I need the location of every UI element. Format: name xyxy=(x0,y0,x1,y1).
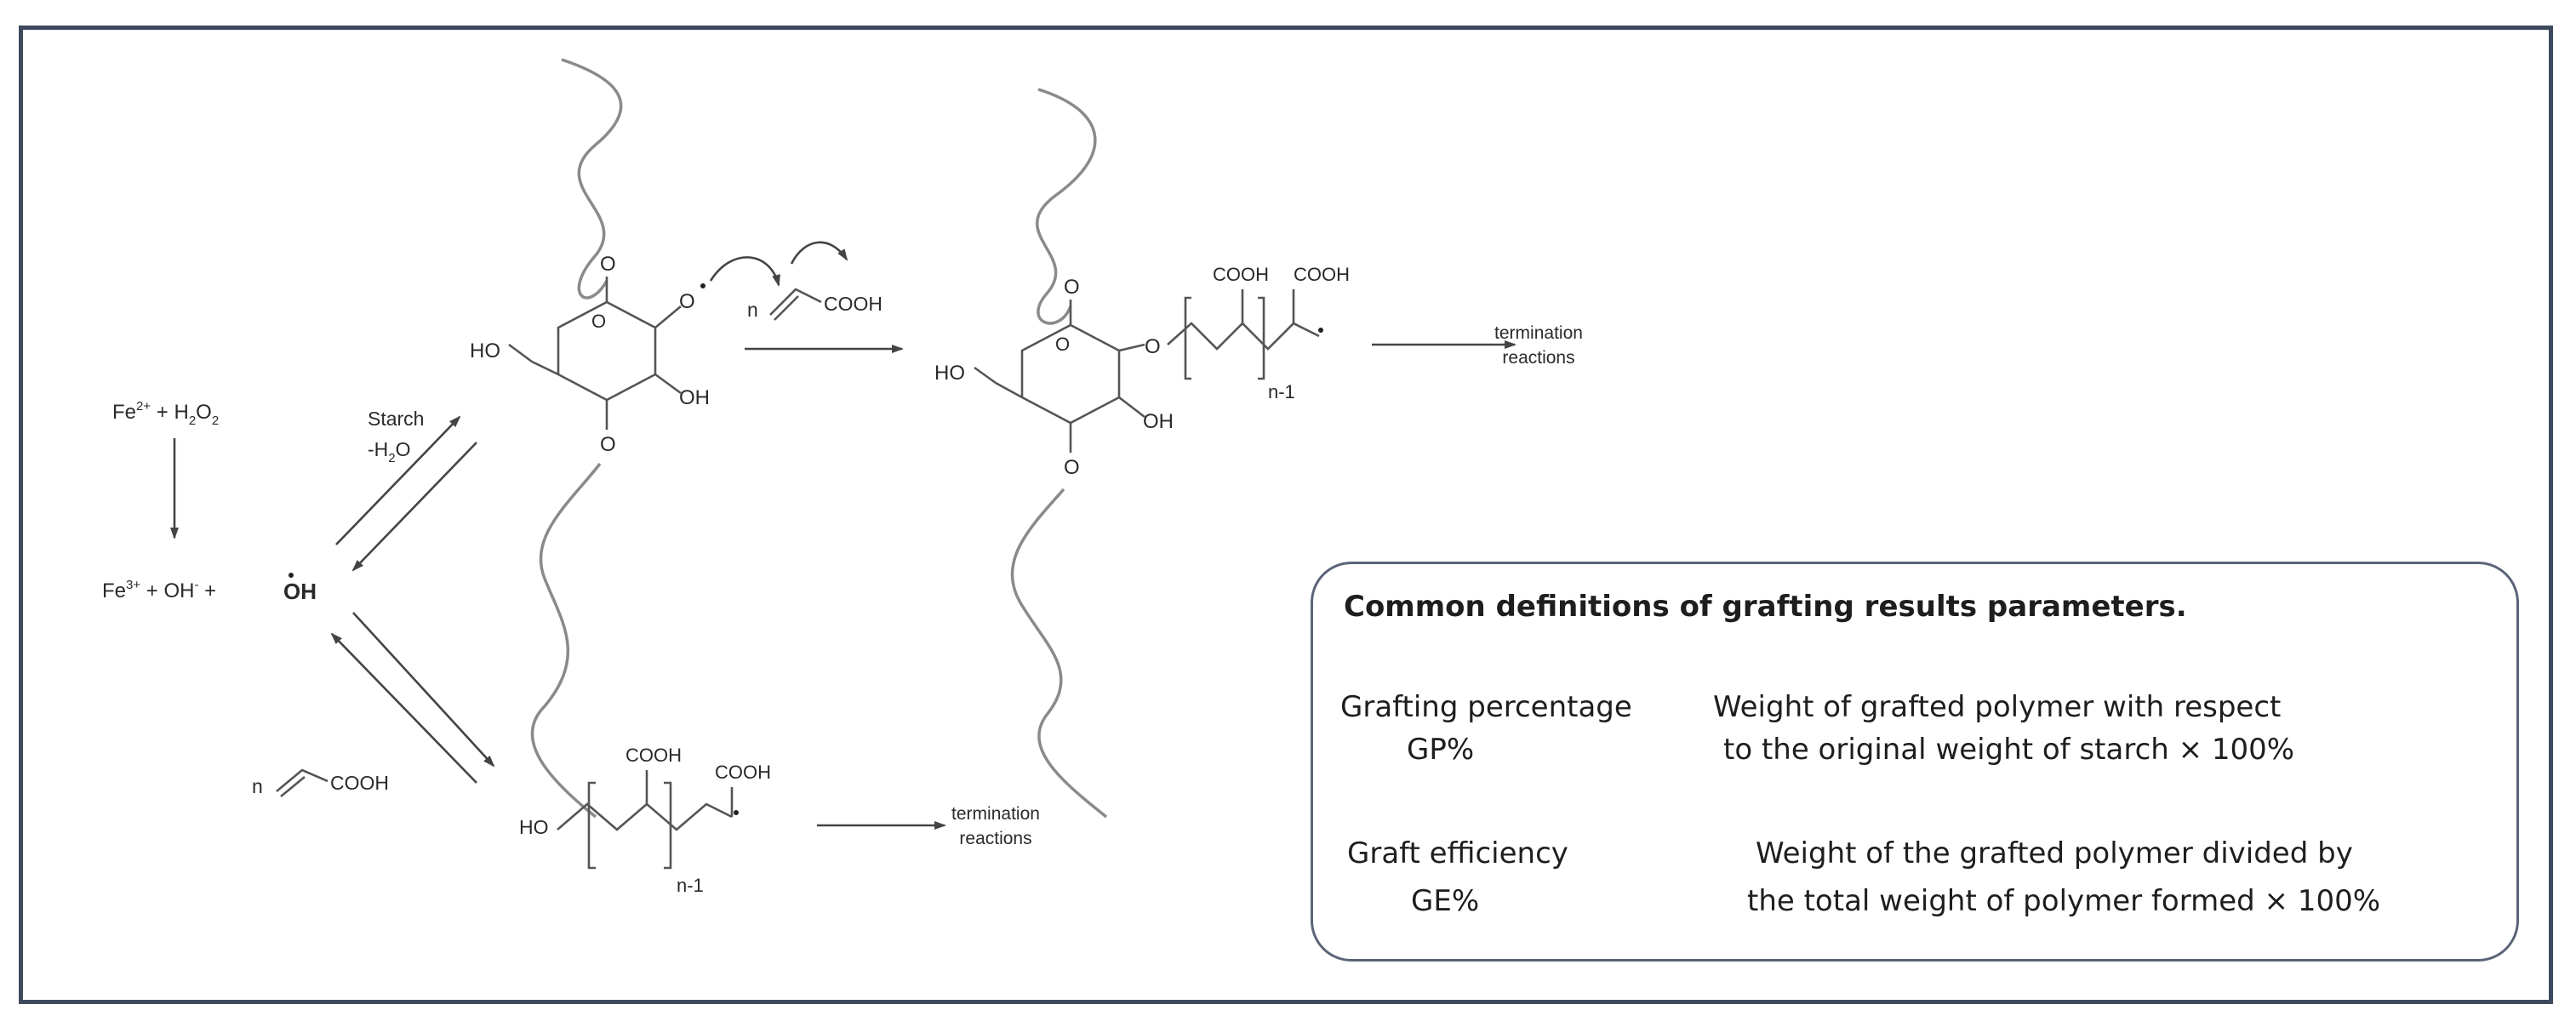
homopolymer-ho: HO xyxy=(519,816,549,838)
starch-ho-left: HO xyxy=(470,340,500,362)
definition-desc-ge-line2: the total weight of polymer formed × 100… xyxy=(1747,884,2381,918)
forward-arrow-to-starch xyxy=(335,415,461,545)
grafted-polymer-backbone xyxy=(1167,322,1320,351)
homopolymer-cooh-2: COOH xyxy=(715,762,771,783)
grafted-ring-o: O xyxy=(1055,334,1070,355)
starch-chain-bottom xyxy=(530,462,602,819)
grafted-o-bottom: O xyxy=(1064,456,1080,479)
definitions-title: Common definitions of grafting results p… xyxy=(1344,590,2187,624)
homopolymer-cooh-1: COOH xyxy=(625,745,682,766)
reverse-arrow-from-homopolymer xyxy=(330,632,477,784)
homopolymer-left-bracket xyxy=(587,781,596,870)
homopolymer-backbone xyxy=(557,802,733,831)
starch-radical-dot xyxy=(700,283,705,288)
definition-abbr-gp: GP% xyxy=(1407,733,1475,767)
grafted-radical-dot xyxy=(1318,328,1323,333)
monomer-n-bottom: n xyxy=(252,775,263,797)
definitions-box: Common definitions of grafting results p… xyxy=(1311,562,2519,962)
water-loss-label: -H2O xyxy=(368,438,411,465)
electron-arrow-2 xyxy=(790,241,848,265)
acrylic-acid-bond-top xyxy=(769,288,822,316)
termination-label-1-line1: termination xyxy=(1494,323,1583,343)
bond xyxy=(654,373,682,395)
starch-o-top: O xyxy=(600,253,616,276)
bond xyxy=(654,305,682,328)
hydroxyl-radical: OH xyxy=(283,579,317,604)
definition-desc-gp-line2: to the original weight of starch × 100% xyxy=(1723,733,2295,767)
bond xyxy=(995,381,1023,399)
grafted-n-minus-1: n-1 xyxy=(1268,381,1295,402)
electron-arrow-1 xyxy=(709,256,780,287)
starch-oh-right: OH xyxy=(679,386,710,409)
homopolymer-right-bracket xyxy=(664,781,672,870)
grafted-ho-left: HO xyxy=(934,362,965,385)
definition-desc-ge-line1: Weight of the grafted polymer divided by xyxy=(1756,836,2353,870)
starch-o-bottom: O xyxy=(600,433,616,456)
definition-desc-gp-line1: Weight of grafted polymer with respect xyxy=(1713,690,2282,724)
bond xyxy=(1118,343,1145,352)
homopolymer-radical-dot xyxy=(734,810,739,815)
definition-term-graft-efficiency: Graft efficiency xyxy=(1347,836,1568,870)
bond xyxy=(508,343,533,363)
bond xyxy=(1118,396,1145,419)
radical-dot xyxy=(288,573,294,578)
starch-label: Starch xyxy=(368,408,424,430)
grafted-chain-top xyxy=(1036,88,1097,325)
grafted-o-top: O xyxy=(1064,276,1080,299)
starch-ring-o: O xyxy=(591,311,606,332)
termination-label-1-line2: reactions xyxy=(1502,348,1574,368)
grafted-cooh-1: COOH xyxy=(1213,264,1269,285)
grafted-left-bracket xyxy=(1184,296,1191,380)
grafted-right-bracket xyxy=(1258,296,1265,380)
grafted-oh-right: OH xyxy=(1143,410,1174,433)
reverse-arrow-from-starch xyxy=(351,442,477,572)
definition-term-grafting-percentage: Grafting percentage xyxy=(1340,690,1632,724)
monomer-cooh-top: COOH xyxy=(824,293,882,315)
grafted-cooh-2: COOH xyxy=(1294,264,1350,285)
termination-label-2-line2: reactions xyxy=(959,829,1031,848)
fe2-h2o2-reactants: Fe2+ + H2O2 xyxy=(112,399,219,428)
fe3-oh-products: Fe3+ + OH- + xyxy=(102,578,216,602)
starch-o-radical: O xyxy=(679,290,695,313)
definition-abbr-ge: GE% xyxy=(1411,884,1480,918)
acrylic-acid-bond-bottom xyxy=(276,768,328,792)
starch-chain-top xyxy=(561,58,623,300)
grafted-chain-bottom xyxy=(1010,488,1108,819)
starch-pyranose-ring xyxy=(557,300,657,402)
acrylic-acid-double-bond-bottom xyxy=(280,775,306,798)
bond xyxy=(531,360,559,376)
bond xyxy=(974,366,997,385)
monomer-cooh-bottom: COOH xyxy=(330,772,389,794)
forward-arrow-to-homopolymer xyxy=(352,612,495,768)
termination-label-2-line1: termination xyxy=(951,804,1040,824)
grafted-pyranose-ring xyxy=(1020,323,1121,425)
grafted-o-link: O xyxy=(1145,335,1161,358)
homopolymer-n-minus-1: n-1 xyxy=(677,875,704,896)
monomer-n-top: n xyxy=(747,299,758,321)
acrylic-acid-double-bond-top xyxy=(774,295,799,321)
